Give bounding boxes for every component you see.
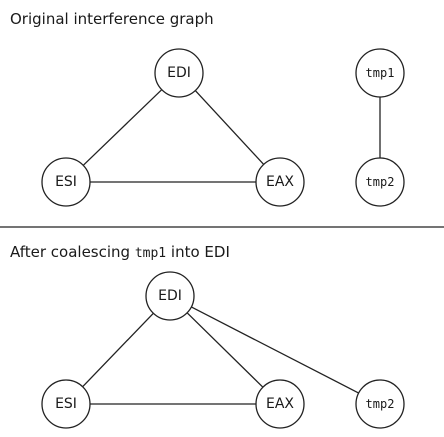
- section2-title-suffix: into EDI: [166, 243, 230, 261]
- edge-edi-tmp2: [191, 306, 359, 394]
- section2-title-code: tmp1: [134, 246, 167, 261]
- section2-title: After coalescing tmp1 into EDI: [10, 243, 230, 261]
- node-circle: [255, 157, 305, 207]
- node-eax: EAX: [255, 379, 305, 429]
- node-label: tmp2: [366, 175, 395, 189]
- node-circle: [255, 379, 305, 429]
- edge-edi-eax: [186, 312, 264, 388]
- node-edi: EDI: [145, 271, 195, 321]
- node-circle: [355, 157, 405, 207]
- node-edi: EDI: [154, 48, 204, 98]
- node-label: EDI: [158, 288, 182, 304]
- node-tmp1: tmp1: [355, 48, 405, 98]
- node-label: ESI: [55, 174, 77, 190]
- node-label: EDI: [167, 65, 191, 81]
- node-tmp2: tmp2: [355, 157, 405, 207]
- coalesced-graph: EDI ESI EAX tmp2: [41, 271, 405, 429]
- node-circle: [355, 379, 405, 429]
- node-label: EAX: [266, 174, 294, 190]
- node-label: ESI: [55, 396, 77, 412]
- edge-edi-esi: [82, 89, 163, 166]
- node-label: EAX: [266, 396, 294, 412]
- section2-title-prefix: After coalescing: [10, 243, 135, 261]
- node-esi: ESI: [41, 157, 91, 207]
- node-circle: [41, 379, 91, 429]
- node-label: tmp2: [366, 397, 395, 411]
- node-tmp2: tmp2: [355, 379, 405, 429]
- node-circle: [145, 271, 195, 321]
- edge-edi-esi: [82, 312, 154, 388]
- node-esi: ESI: [41, 379, 91, 429]
- node-circle: [41, 157, 91, 207]
- node-circle: [355, 48, 405, 98]
- section1-title: Original interference graph: [10, 10, 214, 28]
- node-label: tmp1: [366, 66, 395, 80]
- original-graph: EDI ESI EAX tmp1 tmp2: [41, 48, 405, 207]
- edge-edi-eax: [194, 90, 265, 165]
- node-eax: EAX: [255, 157, 305, 207]
- node-circle: [154, 48, 204, 98]
